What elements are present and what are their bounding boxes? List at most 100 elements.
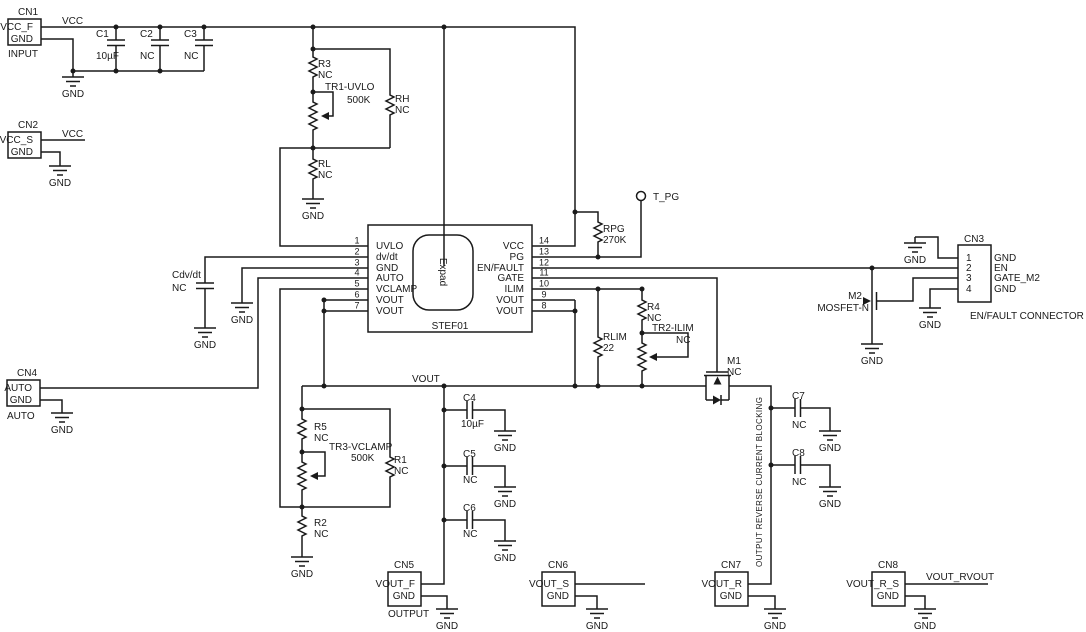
annotation-reverse-blocking: OUTPUT REVERSE CURRENT BLOCKING bbox=[755, 397, 764, 567]
mosfet-m1-ref: M1 bbox=[727, 356, 741, 367]
gnd-label: GND bbox=[436, 621, 458, 632]
net-label-vcc: VCC bbox=[62, 129, 83, 140]
resistor-r1 bbox=[385, 454, 395, 480]
resistor-r5-ref: R5 bbox=[314, 422, 327, 433]
connector-cn6-pin1: VOUT_S bbox=[529, 579, 569, 590]
gnd-symbol bbox=[493, 424, 517, 441]
capacitor-c2-ref: C2 bbox=[140, 29, 153, 40]
trimmer-tr1-ref: TR1-UVLO bbox=[325, 82, 375, 93]
connector-cn3-box bbox=[957, 244, 992, 303]
ic-expad-pad bbox=[412, 234, 474, 311]
resistor-r4 bbox=[637, 297, 647, 323]
ic-pin-label: VCC bbox=[503, 241, 524, 252]
gnd-symbol bbox=[918, 301, 942, 318]
connector-cn2-pin1: VCC_S bbox=[0, 135, 33, 146]
gnd-symbol bbox=[230, 296, 254, 313]
connector-cn1-box bbox=[7, 18, 42, 46]
ic-pin-num: 1 bbox=[354, 236, 359, 246]
resistor-r2 bbox=[297, 513, 307, 539]
gnd-symbol bbox=[48, 159, 72, 176]
connector-cn7-title: CN7 bbox=[721, 560, 741, 571]
connector-cn7-box bbox=[714, 571, 749, 607]
connector-cn5-pin1: VOUT_F bbox=[376, 579, 415, 590]
wire-pins67-vout bbox=[323, 299, 368, 386]
trimmer-tr2 bbox=[637, 340, 647, 374]
gnd-symbol bbox=[435, 602, 459, 619]
connector-cn4-caption: AUTO bbox=[7, 411, 35, 422]
connector-cn4-box bbox=[6, 379, 41, 407]
connector-cn6-title: CN6 bbox=[548, 560, 568, 571]
resistor-rpg-ref: RPG bbox=[603, 224, 625, 235]
connector-cn3-num2: 2 bbox=[966, 263, 972, 274]
capacitor-cdvdt-value: NC bbox=[172, 283, 186, 294]
boxes bbox=[6, 18, 992, 607]
gnd-label: GND bbox=[231, 315, 253, 326]
mosfet-m2-ref: M2 bbox=[848, 291, 862, 302]
capacitor-c1 bbox=[106, 39, 126, 47]
ic-pin-num: 13 bbox=[539, 247, 549, 257]
gnd-label: GND bbox=[819, 499, 841, 510]
capacitor-c8-ref: C8 bbox=[792, 448, 805, 459]
trimmer-tr1-value: 500K bbox=[347, 95, 371, 106]
wire-cn6 bbox=[575, 583, 645, 603]
ic-pin-label: GATE bbox=[498, 273, 525, 284]
capacitor-c5-value: NC bbox=[463, 475, 477, 486]
trimmer-tr3 bbox=[297, 459, 307, 493]
trimmer-tr3-ref: TR3-VCLAMP bbox=[329, 442, 393, 453]
gnd-label: GND bbox=[51, 425, 73, 436]
gnd-label: GND bbox=[861, 356, 883, 367]
capacitor-c4-ref: C4 bbox=[463, 393, 476, 404]
capacitor-c7-value: NC bbox=[792, 420, 806, 431]
connector-cn2-pin2: GND bbox=[11, 147, 33, 158]
connector-cn6-box bbox=[541, 571, 576, 607]
capacitor-c2 bbox=[150, 39, 170, 47]
connector-cn8-pin1: VOUT_R_S bbox=[846, 579, 899, 590]
wire-c7-c8 bbox=[771, 407, 831, 481]
ic-pin-label: PG bbox=[510, 252, 525, 263]
resistor-rlim-ref: RLIM bbox=[603, 332, 627, 343]
resistor-r2-value: NC bbox=[314, 529, 328, 540]
junctions-and-arrows bbox=[70, 24, 875, 523]
resistor-r3-ref: R3 bbox=[318, 59, 331, 70]
resistor-r4-value: NC bbox=[647, 313, 661, 324]
ic-pin-label: VOUT bbox=[376, 306, 404, 317]
connector-cn2-title: CN2 bbox=[18, 120, 38, 131]
gnd-label: GND bbox=[919, 320, 941, 331]
resistor-rl-ref: RL bbox=[318, 159, 331, 170]
ic-pin-label: GND bbox=[376, 263, 398, 274]
capacitor-c6-value: NC bbox=[463, 529, 477, 540]
connector-cn1-title: CN1 bbox=[18, 7, 38, 18]
gnd-symbol bbox=[493, 534, 517, 551]
wire-gate-m1 bbox=[532, 277, 718, 372]
ic-pin-num: 10 bbox=[539, 279, 549, 289]
gnd-label: GND bbox=[819, 443, 841, 454]
wire-pins89-vout bbox=[532, 299, 576, 386]
wire-uvlo-divider bbox=[312, 27, 391, 193]
wire-cn8 bbox=[905, 583, 988, 603]
connector-cn3-pin4: GND bbox=[994, 284, 1016, 295]
capacitor-cdvdt-ref: Cdv/dt bbox=[172, 270, 201, 281]
wire-m2-nmos bbox=[871, 268, 958, 338]
capacitor-c3-ref: C3 bbox=[184, 29, 197, 40]
net-label-vout: VOUT bbox=[412, 374, 440, 385]
trimmer-tr2-ref: TR2-ILIM bbox=[652, 323, 694, 334]
wire-cn2 bbox=[41, 139, 85, 160]
gnd-symbol bbox=[860, 337, 884, 354]
ic-pin-num: 8 bbox=[541, 301, 546, 311]
junction-dots bbox=[70, 24, 875, 523]
gnd-symbol bbox=[193, 321, 217, 338]
capacitor-cdvdt bbox=[195, 282, 215, 290]
capacitor-c3-value: NC bbox=[184, 51, 198, 62]
wire-c456-chain bbox=[421, 386, 506, 585]
gnd-symbol bbox=[301, 192, 325, 209]
testpoint-tpg-label: T_PG bbox=[653, 192, 679, 203]
connector-cn6-pin2: GND bbox=[547, 591, 569, 602]
capacitor-c3 bbox=[194, 39, 214, 47]
wire-pin2-dvdt bbox=[204, 256, 368, 322]
capacitor-c8-value: NC bbox=[792, 477, 806, 488]
resistor-r1-value: NC bbox=[394, 466, 408, 477]
gnd-symbol bbox=[818, 424, 842, 441]
capacitor-c7-ref: C7 bbox=[792, 391, 805, 402]
tr1-wiper-arrow bbox=[321, 112, 329, 120]
